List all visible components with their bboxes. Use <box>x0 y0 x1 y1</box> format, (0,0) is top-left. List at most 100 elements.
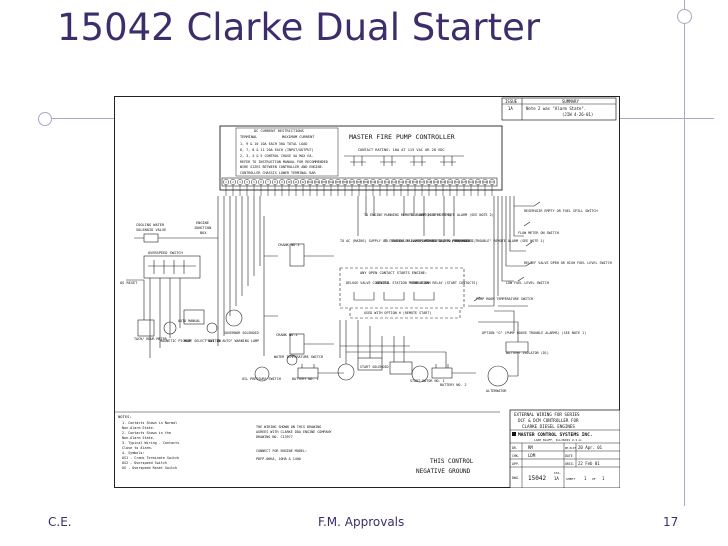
terminal-11 <box>293 179 299 185</box>
title-block: EXTERNAL WIRING FOR SERIES DCF & DCM CON… <box>509 409 620 488</box>
dc-row: WIRE SIZES BETWEEN CONTROLLER AND ENGINE… <box>240 165 324 169</box>
sheet-label: SHEET <box>566 477 575 481</box>
notes-heading: NOTES: <box>118 414 132 419</box>
battery-isolator-label: BATTERY ISOLATOR (D1) <box>506 351 549 355</box>
terminal-311 <box>377 179 383 185</box>
terminal-label: 316 <box>413 181 418 184</box>
pump-room-temp-label: PUMP ROOM TEMPERATURE SWITCH <box>476 297 533 301</box>
engine-running-label: TO ENGINE RUNNING REMOTE ALARM (SEE NOTE… <box>364 213 452 217</box>
terminal-323 <box>461 179 467 185</box>
reservoir-switch-group: RESERVOIR EMPTY OR FUEL SPILL SWITCH FLO… <box>476 209 612 335</box>
wiring-note-line: DRAWING NO. C13977 <box>256 435 293 439</box>
terminal-label: 322 <box>455 181 460 184</box>
dr-value: RM <box>528 445 533 450</box>
app-label: APP. <box>512 462 520 466</box>
terminal-label: 9 <box>281 181 283 184</box>
chk-label: CHK. <box>512 454 520 458</box>
title-block-line3: CLARKE DIESEL ENGINES <box>522 424 575 429</box>
engine-failure-label: TO "ENGINE FAILURE" REMOTE ALARM (SEE NO… <box>384 239 476 243</box>
dr-label: DR. <box>512 446 518 450</box>
terminal-5 <box>251 179 257 185</box>
battery-1-label: BATTERY NO. 1 <box>292 377 319 381</box>
reservoir-label: RESERVOIR EMPTY OR FUEL SPILL SWITCH <box>524 209 598 213</box>
middle-wiring <box>339 196 465 319</box>
terminal-label: 305 <box>336 181 341 184</box>
iss-value: 1A <box>554 476 559 481</box>
of-label: OF <box>592 477 596 481</box>
terminal-label: 321 <box>448 181 453 184</box>
terminal-label: 3 <box>239 181 241 184</box>
crank-2-label: CRANK NO.2 <box>276 333 298 337</box>
os-reset-label: OS RESET <box>120 281 138 285</box>
title-block-company-sub: LAKE BLUFF, ILLINOIS U.S.A. <box>534 438 583 442</box>
crank-1-label: CRANK NO.1 <box>278 243 300 247</box>
terminal-label: 6 <box>260 181 262 184</box>
replot-value: 20 Apr. 01 <box>578 445 603 450</box>
terminal-label: 320 <box>441 181 446 184</box>
central-station-label: CENTRAL STATION PUSHBUTTON <box>376 281 429 285</box>
dwg-value: 15042 <box>528 475 546 482</box>
iss-label: ISS. <box>554 471 561 475</box>
terminal-326 <box>482 179 488 185</box>
date-label: DATE <box>565 454 573 458</box>
terminal-label: 307 <box>350 181 355 184</box>
ac-mains-label: TO AC (MAINS) SUPPLY AT CONTROLLER NAMEP… <box>340 239 471 243</box>
terminal-label: 318 <box>427 181 432 184</box>
note-line: OS - Overspeed Reset Switch <box>122 466 177 470</box>
terminal-307 <box>349 179 355 185</box>
terminal-306 <box>342 179 348 185</box>
terminal-label: 309 <box>364 181 369 184</box>
terminal-7 <box>265 179 271 185</box>
battery-2-label: BATTERY NO. 2 <box>440 383 467 387</box>
dc-row: 6, 7, 8 & 11 20A EACH (INPUT/OUTPUT) <box>240 148 314 152</box>
engine-label: ENGINE <box>196 221 209 225</box>
terminal-label: 2 <box>232 181 234 184</box>
fire-alarm-label: FIRE ALARM RELAY (START CONTACTS) <box>410 281 477 285</box>
terminal-308 <box>356 179 362 185</box>
remote-alarm-group: TO ENGINE RUNNING REMOTE ALARM (SEE NOTE… <box>340 213 545 315</box>
dc-restrictions-heading: DC CURRENT RESTRICTIONS <box>254 129 304 133</box>
terminal-label: 302 <box>315 181 320 184</box>
terminal-313 <box>391 179 397 185</box>
relief-valve-label: RELIEF VALVE OPEN OR HIGH FUEL LEVEL SWI… <box>524 261 612 265</box>
dwg-label: DWG. <box>512 476 520 480</box>
terminal-label: 311 <box>378 181 383 184</box>
terminal-310 <box>370 179 376 185</box>
connect-note-line: CONNECT FOR ENGINE MODEL: <box>256 449 307 453</box>
terminal-label: 327 <box>490 181 495 184</box>
sheet-value: 1 <box>584 476 587 481</box>
used-with-option-label: USED WITH OPTION H (REMOTE START) <box>364 311 431 315</box>
divider-circle-decoration <box>38 112 52 126</box>
footer-page-number: 17 <box>663 515 679 529</box>
footer-approvals: F.M. Approvals <box>318 515 405 529</box>
revision-summary-note: (JIW 4-26-01) <box>562 112 593 117</box>
terminal-10 <box>286 179 292 185</box>
overspeed-switch-label: OVERSPEED SWITCH <box>148 251 183 255</box>
replot-label: RE-PLOT <box>565 446 576 450</box>
right-wiring <box>468 196 541 331</box>
water-temp-label: WATER TEMPERATURE SWITCH <box>274 355 323 359</box>
terminal-324 <box>468 179 474 185</box>
note-line: 2. Contacts Shown in the <box>122 431 171 435</box>
cooling-water-label: COOLING WATER <box>136 223 165 227</box>
option-c-label: (OPTION "C") TO "PUMPHOUSE TROUBLE" REMO… <box>420 239 545 243</box>
terminal-4 <box>244 179 250 185</box>
chk-value: LDM <box>528 453 536 458</box>
terminal-12 <box>300 179 306 185</box>
terminal-317 <box>419 179 425 185</box>
terminal-label: 306 <box>343 181 348 184</box>
terminal-label: 7 <box>267 181 269 184</box>
terminal-label: 324 <box>469 181 474 184</box>
terminal-strip-frame <box>221 177 498 187</box>
dc-row: 2, 3, 4 & 5 CONTROL CHASE 5A MAX EA. <box>240 154 314 158</box>
option-g-label: OPTION "G" (PUMP HOUSE TROUBLE ALARMS) (… <box>482 331 586 335</box>
terminal-304 <box>328 179 334 185</box>
any-open-contact-label: ANY OPEN CONTACT STARTS ENGINE: <box>360 271 427 275</box>
wiring-note-line: AGREES WITH CLARKE DDA ENGINE COMPANY <box>256 430 332 434</box>
auto-manual-label: AUTO MANUAL <box>178 319 200 323</box>
low-fuel-label: LOW FUEL LEVEL SWITCH <box>506 281 549 285</box>
notes-block: NOTES: 1. Contacts Shown in Normal Non-A… <box>114 411 500 475</box>
terminal-label: 1 <box>225 181 227 184</box>
terminal-label: 4 <box>246 181 248 184</box>
terminal-label: 310 <box>371 181 376 184</box>
